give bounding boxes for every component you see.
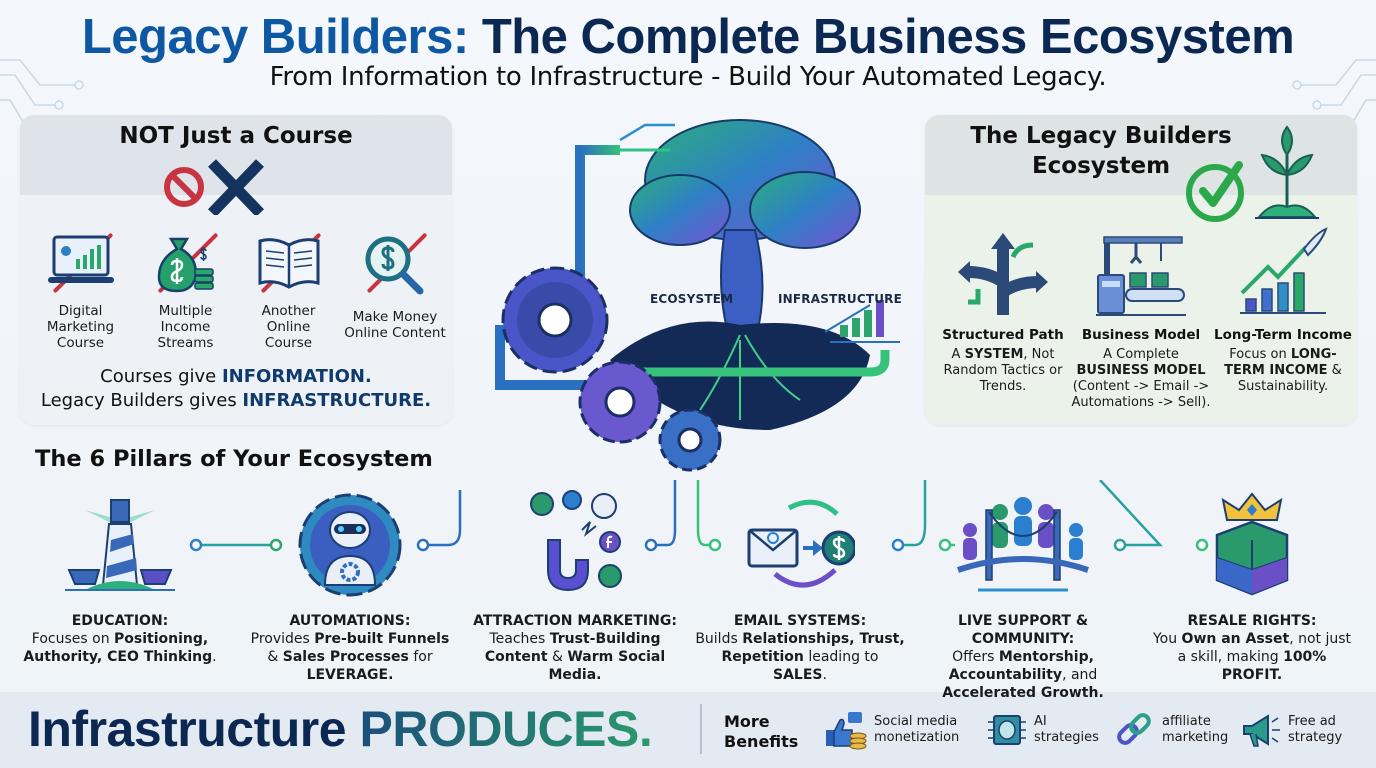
ecosystem-tree-illustration: ECOSYSTEM INFRASTRUCTURE bbox=[470, 110, 920, 480]
ecosystem-item-heading: Long-Term Income bbox=[1214, 327, 1352, 343]
course-item-label: Another Online Course bbox=[261, 303, 316, 351]
ecosystem-item-heading: Structured Path bbox=[942, 327, 1064, 343]
course-vs-infrastructure-tagline: Courses give INFORMATION. Legacy Builder… bbox=[40, 366, 432, 411]
sprout-icon bbox=[1255, 125, 1319, 219]
chain-link-icon bbox=[1117, 713, 1151, 745]
crown-blocks-icon bbox=[1197, 490, 1307, 600]
ecosystem-item-long-term-income: Long-Term Income Focus on LONG-TERM INCO… bbox=[1213, 227, 1353, 395]
laptop-chart-icon bbox=[46, 232, 116, 295]
pillar-text: EDUCATION: Focuses on Positioning, Autho… bbox=[23, 613, 217, 665]
pillar-email-systems: EMAIL SYSTEMS: Builds Relationships, Tru… bbox=[695, 490, 905, 684]
bridge-community-icon bbox=[948, 490, 1098, 600]
title-brand: Legacy Builders: bbox=[81, 10, 469, 64]
magnet-social-icon bbox=[520, 490, 630, 600]
page-subtitle: From Information to Infrastructure - Bui… bbox=[269, 62, 1107, 92]
check-plant-graphic bbox=[1186, 125, 1319, 222]
course-item-label: Digital Marketing Course bbox=[46, 303, 115, 351]
no-symbols bbox=[164, 159, 264, 215]
growth-rocket-icon bbox=[1238, 227, 1328, 317]
more-benefits-label: More Benefits bbox=[724, 712, 799, 751]
gear-large bbox=[501, 266, 609, 374]
not-a-course-panel: NOT Just a Course Digital Marketing Cour… bbox=[20, 115, 452, 425]
pillars-title: The 6 Pillars of Your Ecosystem bbox=[35, 446, 433, 472]
course-item-label: Multiple Income Streams bbox=[157, 303, 214, 351]
course-item-digital-marketing: Digital Marketing Course bbox=[28, 232, 133, 351]
gear-medium bbox=[578, 360, 662, 444]
title-rest: The Complete Business Ecosystem bbox=[481, 10, 1295, 64]
ecosystem-item-structured-path: Structured Path A SYSTEM, Not Random Tac… bbox=[933, 227, 1073, 395]
tree-gears-icon bbox=[495, 119, 900, 472]
crossroads-arrows-icon bbox=[958, 227, 1048, 317]
gear-small bbox=[658, 408, 722, 472]
prohibited-icon bbox=[164, 167, 204, 207]
magnifier-dollar-icon bbox=[360, 232, 430, 295]
center-label-infrastructure: INFRASTRUCTURE bbox=[778, 292, 903, 306]
panel-title: NOT Just a Course bbox=[119, 123, 353, 149]
course-item-income-streams: Multiple Income Streams bbox=[133, 232, 238, 351]
pillar-live-support: LIVE SUPPORT & COMMUNITY: Offers Mentors… bbox=[912, 490, 1134, 702]
factory-conveyor-icon bbox=[1096, 227, 1186, 317]
pillar-text: ATTRACTION MARKETING: Teaches Trust-Buil… bbox=[473, 613, 677, 683]
ecosystem-item-desc: A SYSTEM, Not Random Tactics or Trends. bbox=[943, 347, 1063, 394]
lighthouse-icon bbox=[65, 490, 175, 600]
pillar-resale-rights: RESALE RIGHTS: You Own an Asset, not jus… bbox=[1152, 490, 1352, 684]
center-label-ecosystem: ECOSYSTEM bbox=[650, 292, 734, 306]
panel-title: The Legacy Builders Ecosystem bbox=[970, 123, 1232, 179]
ecosystem-item-desc: A Complete BUSINESS MODEL (Content -> Em… bbox=[1071, 347, 1211, 410]
ecosystem-item-desc: Focus on LONG-TERM INCOME & Sustainabili… bbox=[1224, 347, 1342, 394]
course-item-online-course: Another Online Course bbox=[236, 232, 341, 351]
pillar-text: RESALE RIGHTS: You Own an Asset, not jus… bbox=[1152, 613, 1352, 683]
money-bag-icon bbox=[151, 232, 221, 295]
pillar-text: AUTOMATIONS: Provides Pre-built Funnels … bbox=[250, 613, 450, 683]
x-mark-icon bbox=[208, 159, 264, 215]
page-title: Legacy Builders: The Complete Business E… bbox=[0, 8, 1376, 66]
course-item-label: Make Money Online Content bbox=[344, 309, 446, 341]
footer-slogan: Infrastructure PRODUCES. bbox=[28, 701, 653, 757]
ecosystem-item-heading: Business Model bbox=[1081, 327, 1201, 343]
email-dollar-icon bbox=[745, 490, 857, 600]
pillar-attraction-marketing: ATTRACTION MARKETING: Teaches Trust-Buil… bbox=[470, 490, 680, 684]
thumbs-up-coins-icon bbox=[826, 712, 867, 750]
ecosystem-panel: The Legacy Builders Ecosystem bbox=[925, 115, 1357, 425]
checkmark-icon bbox=[1186, 161, 1244, 222]
pillar-connectors bbox=[189, 480, 1209, 552]
pillar-text: LIVE SUPPORT & COMMUNITY: Offers Mentors… bbox=[942, 613, 1104, 701]
megaphone-icon bbox=[1243, 714, 1280, 747]
pillar-education: EDUCATION: Focuses on Positioning, Autho… bbox=[15, 490, 225, 666]
ecosystem-item-business-model: Business Model A Complete BUSINESS MODEL… bbox=[1071, 227, 1211, 411]
pillar-text: EMAIL SYSTEMS: Builds Relationships, Tru… bbox=[695, 613, 905, 683]
footer-banner: Infrastructure PRODUCES. More Benefits S… bbox=[0, 692, 1376, 768]
pillar-automations: AUTOMATIONS: Provides Pre-built Funnels … bbox=[245, 490, 455, 684]
course-item-make-money: Make Money Online Content bbox=[338, 232, 452, 341]
open-book-icon bbox=[254, 232, 324, 295]
footer-divider bbox=[700, 704, 702, 754]
robot-gear-icon bbox=[295, 490, 405, 600]
ai-chip-brain-icon bbox=[988, 715, 1026, 745]
